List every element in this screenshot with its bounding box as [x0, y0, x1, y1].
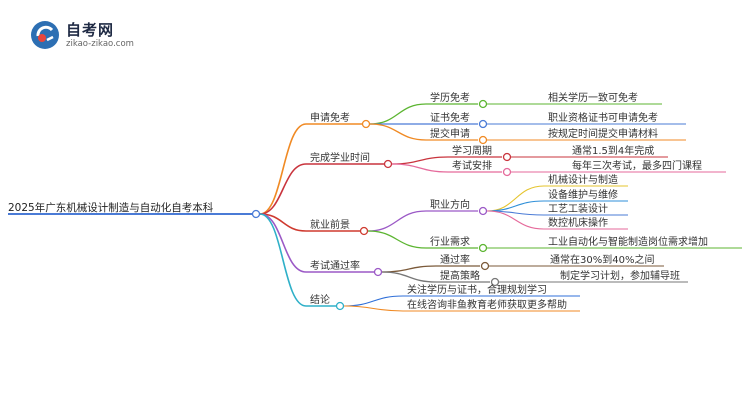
leaf-label: 设备维护与维修 [548, 188, 618, 201]
sub-branch-connector [478, 243, 488, 253]
root-topic: 2025年广东机械设计制造与自动化自考本科 [8, 201, 214, 214]
logo-url: zikao-zikao.com [66, 39, 134, 49]
leaf-label: 关注学历与证书，合理规划学习 [407, 283, 547, 296]
leaf-label: 制定学习计划，参加辅导班 [560, 269, 680, 282]
branch-label: 考试通过率 [310, 259, 360, 272]
sub-branch-link [381, 271, 437, 283]
branch-label: 完成学业时间 [310, 151, 370, 164]
leaf-label: 工业自动化与智能制造岗位需求增加 [548, 235, 708, 248]
branch-link [259, 213, 307, 307]
sub-branch-label: 学习周期 [452, 144, 492, 157]
leaf-link [486, 185, 545, 212]
sub-branch-connector [502, 152, 512, 162]
branch-connector [335, 301, 345, 311]
sub-branch-label: 提交申请 [430, 127, 470, 140]
sub-branch-label: 考试安排 [452, 159, 492, 172]
logo-name: 自考网 [66, 21, 115, 39]
sub-branch-connector [480, 261, 490, 271]
leaf-link [486, 210, 545, 230]
sub-branch-connector [490, 277, 500, 287]
branch-link [259, 123, 307, 215]
sub-branch-connector [478, 135, 488, 145]
sub-branch-label: 提高策略 [440, 269, 480, 282]
leaf-label: 按规定时间提交申请材料 [548, 127, 658, 140]
branch-connector [361, 119, 371, 129]
sub-branch-label: 职业方向 [430, 198, 470, 211]
sub-branch-link [367, 230, 427, 249]
leaf-label: 数控机床操作 [548, 216, 608, 229]
sub-branch-label: 行业需求 [430, 235, 470, 248]
leaf-label: 通常1.5到4年完成 [572, 144, 654, 157]
sub-branch-link [367, 210, 427, 232]
branch-label: 申请免考 [310, 111, 350, 124]
branch-label: 就业前景 [310, 218, 350, 231]
leaf-label: 职业资格证书可申请免考 [548, 111, 658, 124]
leaf-label: 每年三次考试，最多四门课程 [572, 159, 702, 172]
sub-branch-link [369, 103, 427, 125]
branch-connector [359, 226, 369, 236]
leaf-label: 通常在30%到40%之间 [550, 253, 654, 266]
root-connector [251, 209, 261, 219]
logo-icon [31, 21, 59, 49]
sub-branch-link [391, 156, 449, 165]
leaf-label: 在线咨询非鱼教育老师获取更多帮助 [407, 298, 567, 311]
sub-branch-connector [478, 119, 488, 129]
sub-branch-connector [478, 206, 488, 216]
leaf-link [486, 200, 545, 212]
branch-link [259, 163, 307, 215]
sub-branch-connector [502, 167, 512, 177]
leaf-link [343, 295, 404, 307]
sub-branch-connector [478, 99, 488, 109]
sub-branch-label: 学历免考 [430, 91, 470, 104]
sub-branch-label: 证书免考 [430, 111, 470, 124]
leaf-label: 相关学历一致可免考 [548, 91, 638, 104]
leaf-label: 工艺工装设计 [548, 202, 608, 215]
branch-connector [373, 267, 383, 277]
leaf-link [343, 305, 404, 312]
sub-branch-link [391, 163, 449, 173]
branch-connector [383, 159, 393, 169]
site-logo[interactable]: 自考网 zikao-zikao.com [30, 18, 140, 52]
sub-branch-link [369, 123, 427, 141]
leaf-label: 机械设计与制造 [548, 173, 618, 186]
sub-branch-link [381, 265, 437, 273]
branch-label: 结论 [310, 293, 330, 306]
sub-branch-label: 通过率 [440, 253, 470, 266]
